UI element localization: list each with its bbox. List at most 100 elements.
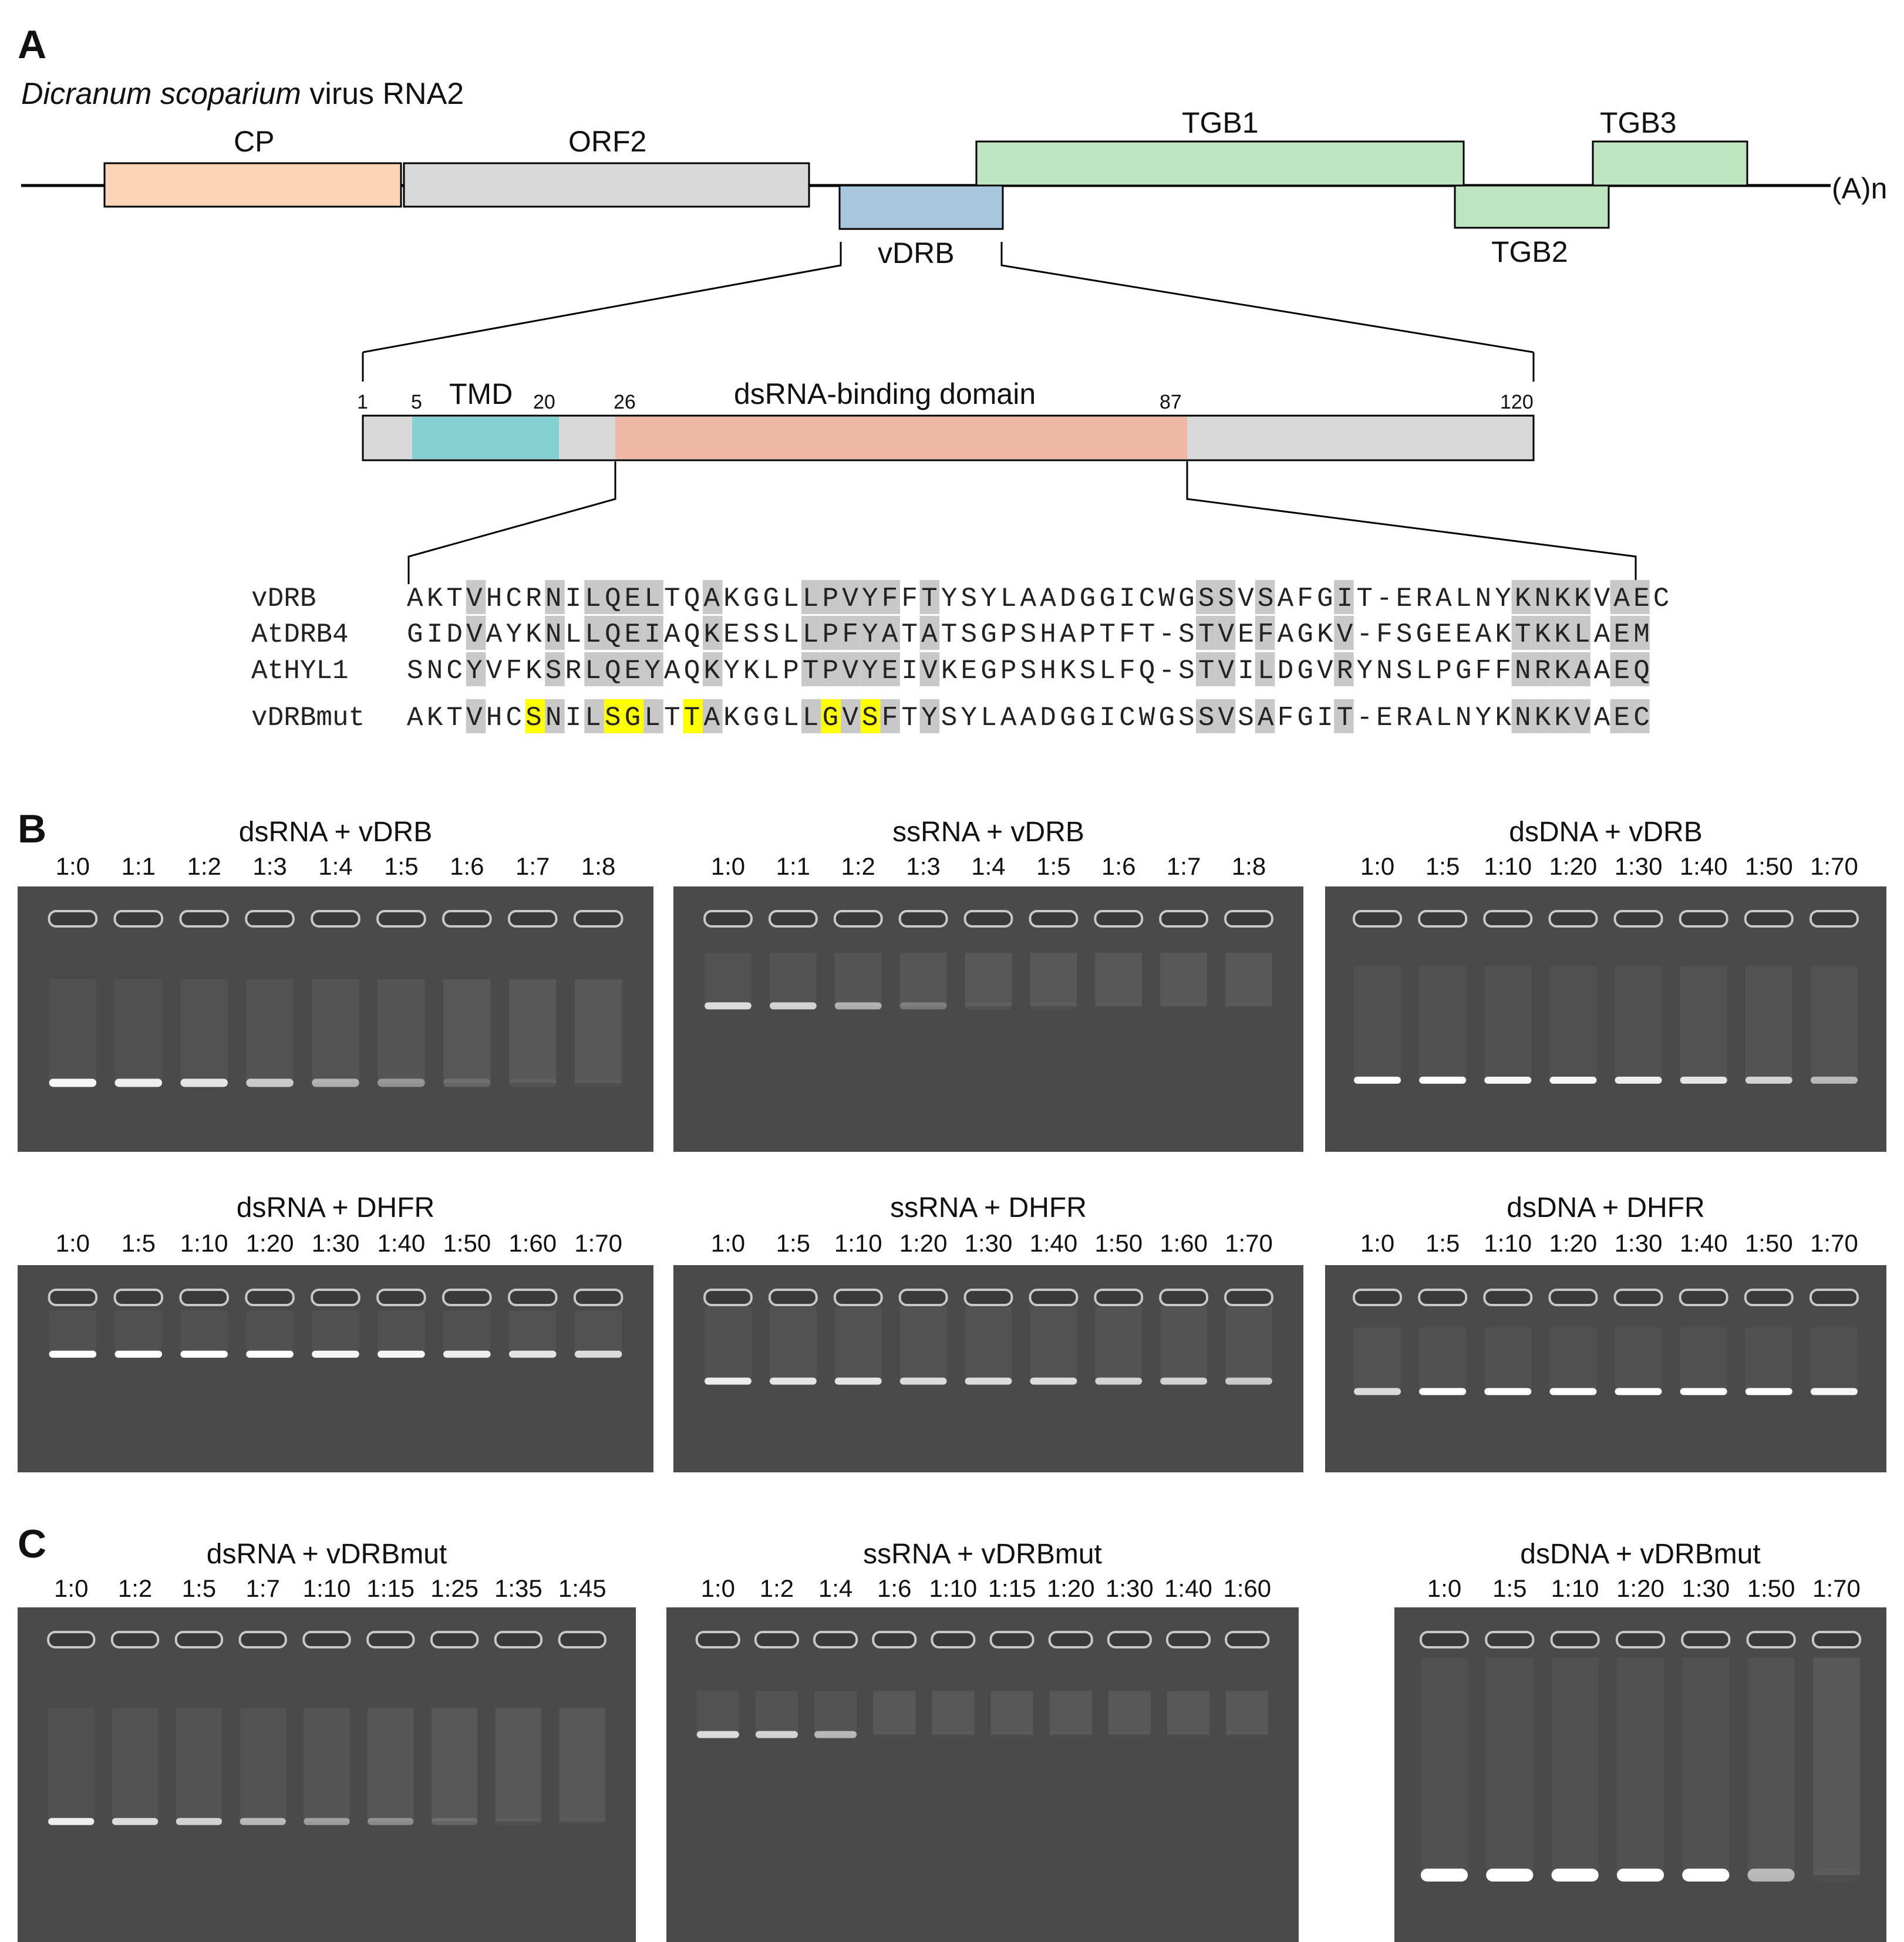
lane-smear <box>1030 953 1077 1006</box>
gel-well <box>376 910 426 928</box>
gel-band <box>508 1350 557 1358</box>
gel-band <box>1615 1388 1662 1395</box>
gel-well <box>703 1289 753 1306</box>
conserved-residue-shade <box>821 616 841 650</box>
lane-smear <box>814 1691 857 1735</box>
lane-ratio-label: 1:30 <box>1681 1574 1730 1602</box>
lane-ratio-label: 1:15 <box>988 1574 1036 1602</box>
gel-image-b3 <box>1325 886 1886 1152</box>
conserved-residue-shade <box>1630 616 1650 650</box>
lane-ratio-label: 1:10 <box>180 1229 228 1257</box>
gel-well <box>1029 910 1079 928</box>
lane-ratio-label: 1:8 <box>1231 852 1266 880</box>
lane-ratio-label: 1:50 <box>1747 1574 1795 1602</box>
gel-band <box>312 1350 359 1358</box>
panel-label-b: B <box>18 807 47 851</box>
conserved-residue-shade <box>545 580 565 614</box>
lane-smear <box>49 1310 97 1354</box>
gel-band <box>1225 1002 1272 1009</box>
lane-smear <box>1049 1691 1092 1735</box>
gel-background <box>18 886 653 1152</box>
lane-smear <box>769 1306 817 1381</box>
lane-ratio-label: 1:10 <box>1484 852 1532 880</box>
conserved-residue-shade <box>1531 616 1551 650</box>
position-1: 1 <box>357 391 368 413</box>
conserved-residue-shade <box>624 652 644 686</box>
gel-band <box>1160 1002 1207 1009</box>
genome-title-rest: virus RNA2 <box>301 77 464 111</box>
conserved-residue-shade <box>1215 580 1236 614</box>
lane-ratio-label: 1:2 <box>841 852 875 880</box>
lane-ratio-label: 1:30 <box>1106 1574 1154 1602</box>
gel-well <box>1107 1631 1152 1648</box>
gel-band <box>176 1818 223 1825</box>
conserved-residue-shade <box>1630 652 1650 686</box>
gel-band <box>814 1731 857 1738</box>
gel-band <box>1745 1076 1792 1084</box>
conserved-residue-shade <box>466 699 486 733</box>
gel-band <box>1615 1076 1662 1084</box>
gel-band <box>705 1377 752 1385</box>
conserved-residue-shade <box>821 652 841 686</box>
lane-ratio-label: 1:0 <box>1427 1574 1462 1602</box>
conserved-residue-shade <box>1334 699 1354 733</box>
alignment-sequence: GIDVAYKNLLQEIAQKESSLLPFYATATSGPSHAPTFT-S… <box>407 619 1650 650</box>
gel-well <box>245 1289 295 1306</box>
lane-smear <box>1484 1327 1532 1392</box>
lane-ratio-label: 1:50 <box>1744 1229 1793 1257</box>
alignment-sequence: AKTVHCSNILSGLTTAKGGLLGVSFTYSYLAADGGICWGS… <box>407 703 1650 733</box>
lane-ratio-label: 1:70 <box>1225 1229 1273 1257</box>
mutation-highlight <box>683 699 703 733</box>
conserved-residue-shade <box>1255 580 1275 614</box>
lane-smear <box>696 1691 739 1735</box>
gel-band <box>431 1818 478 1825</box>
alignment-row-name: AtDRB4 <box>251 619 349 650</box>
gel-band <box>1616 1869 1664 1882</box>
conserved-residue-shade <box>1196 652 1216 686</box>
protein-bar-outline <box>362 414 1535 461</box>
lane-ratio-label: 1:10 <box>1484 1229 1532 1257</box>
gel-well <box>1159 910 1209 928</box>
gel-well <box>1613 1289 1663 1306</box>
gel-band <box>1419 1076 1467 1084</box>
conserved-residue-shade <box>860 652 881 686</box>
panel-label-c: C <box>18 1522 47 1566</box>
conserved-residue-shade <box>624 616 644 650</box>
gel-background <box>1325 886 1886 1152</box>
gel-band <box>246 1078 294 1087</box>
gel-well <box>989 1631 1034 1648</box>
gel-well <box>1418 1289 1468 1306</box>
conserved-residue-shade <box>1551 616 1571 650</box>
lane-smear <box>1160 953 1208 1006</box>
gel-well <box>573 910 624 928</box>
lane-ratio-label: 1:20 <box>899 1229 948 1257</box>
gel-well <box>1681 1631 1731 1648</box>
lane-ratio-label: 1:4 <box>971 852 1006 880</box>
lane-ratio-label: 1:0 <box>1360 1229 1395 1257</box>
alignment-row-name: AtHYL1 <box>251 656 349 686</box>
gel-band <box>899 1377 947 1385</box>
lane-ratio-label: 1:70 <box>574 1229 622 1257</box>
conserved-residue-shade <box>1610 699 1630 733</box>
conserved-residue-shade <box>545 652 565 686</box>
lane-ratio-label: 1:5 <box>1425 1229 1460 1257</box>
lane-ratio-label: 1:7 <box>1166 852 1201 880</box>
lane-ratio-label: 1:0 <box>700 1574 735 1602</box>
lane-ratio-label: 1:40 <box>1679 1229 1728 1257</box>
conserved-residue-shade <box>919 580 940 614</box>
gel-band <box>1747 1869 1795 1882</box>
gel-band <box>560 1818 605 1825</box>
tgb2-box <box>1454 184 1610 229</box>
conserved-residue-shade <box>841 616 861 650</box>
lane-smear <box>1354 1327 1401 1392</box>
gel-band <box>1160 1377 1208 1385</box>
conserved-residue-shade <box>880 652 900 686</box>
gel-title-b6: dsDNA + DHFR <box>1507 1192 1705 1223</box>
conserved-residue-shade <box>584 699 604 733</box>
gel-band <box>180 1350 228 1358</box>
gel-band <box>755 1731 798 1738</box>
lane-smear <box>1419 1327 1467 1392</box>
lane-smear <box>368 1708 414 1822</box>
lane-smear <box>180 1310 228 1354</box>
position-87: 87 <box>1160 391 1182 413</box>
